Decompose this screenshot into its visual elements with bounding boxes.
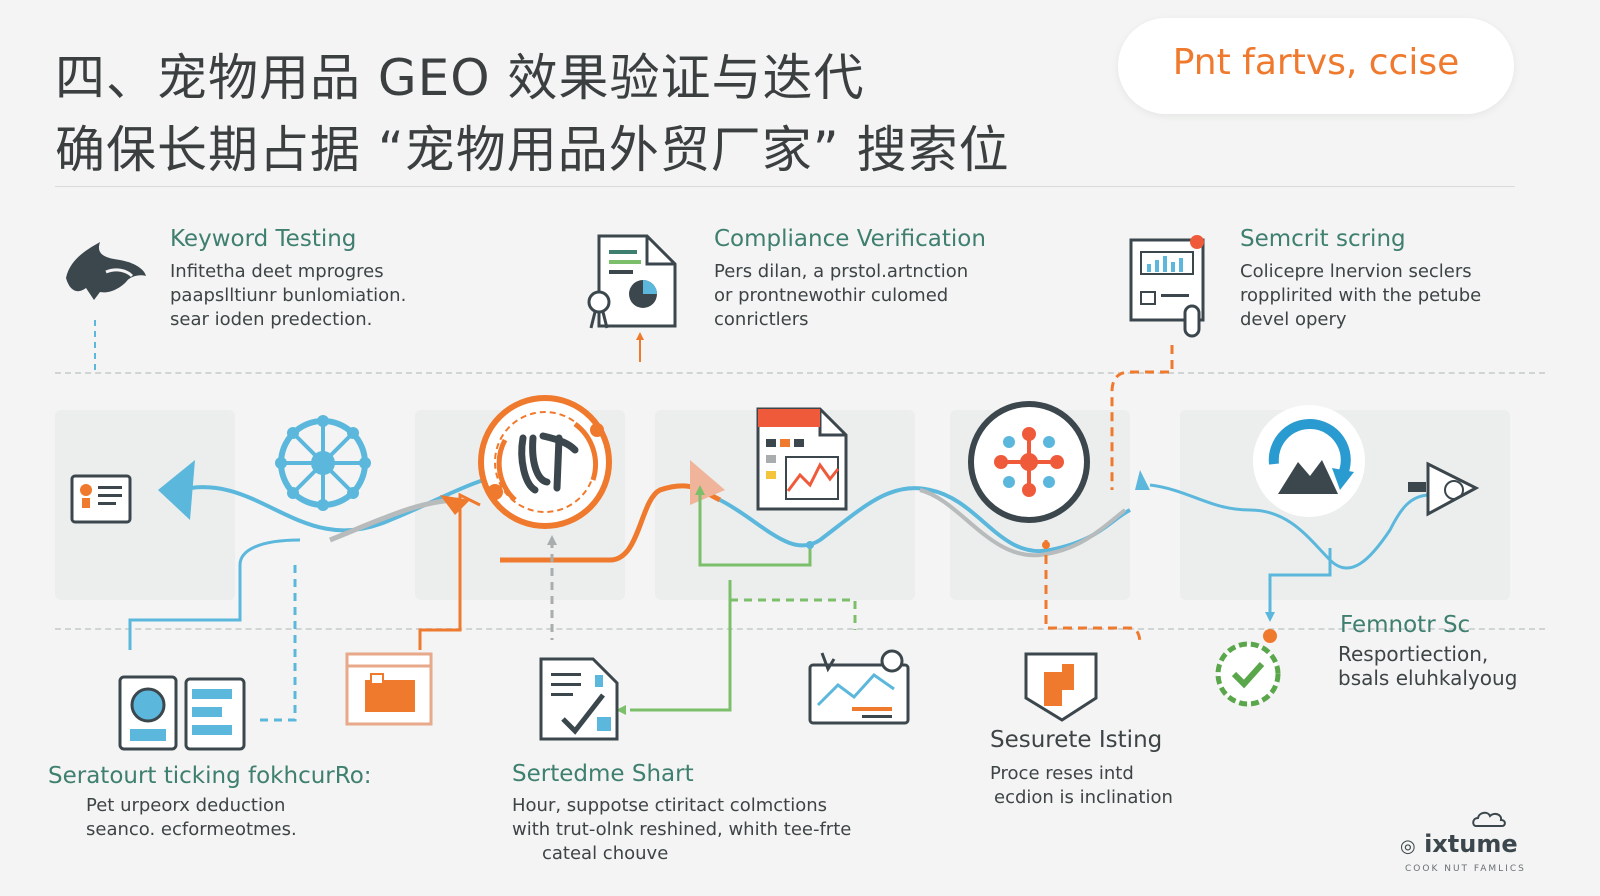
shield-puzzle-icon bbox=[1024, 652, 1098, 722]
bottom-step-1-desc: Pet urpeorx deduction seanco. ecformeotm… bbox=[86, 794, 297, 842]
bottom-step-4-heading: Femnotr Sc bbox=[1340, 612, 1471, 638]
play-chip-icon bbox=[1408, 461, 1480, 517]
cycle-logo-icon bbox=[478, 395, 612, 529]
bottom-step-1-line-2: seanco. ecformeotmes. bbox=[86, 819, 297, 840]
id-card-icon bbox=[70, 474, 132, 524]
top-step-2-line-3: conrictlers bbox=[714, 309, 809, 330]
top-step-1-line-1: Infitetha deet mprogres bbox=[170, 261, 384, 282]
top-step-3-heading: Semcrit scring bbox=[1240, 226, 1406, 252]
bottom-step-2-heading: Sertedme Shart bbox=[512, 761, 694, 787]
analytics-window-icon bbox=[808, 649, 910, 725]
bottom-step-2-line-3: cateal chouve bbox=[542, 843, 669, 864]
top-step-1-line-2: paapslltiunr bunlomiation. bbox=[170, 285, 407, 306]
report-document-icon bbox=[756, 407, 848, 511]
top-step-1-desc: Infitetha deet mprogres paapslltiunr bun… bbox=[170, 260, 406, 332]
molecule-circle-icon bbox=[968, 401, 1090, 523]
top-step-3-line-3: devel opery bbox=[1240, 309, 1347, 330]
page-title-line2: 确保长期占据 “宠物用品外贸厂家” 搜索位 bbox=[55, 121, 1010, 179]
bottom-step-4-line-2: bsals eluhkalyoug bbox=[1338, 666, 1518, 690]
brand-logo-mark: ◎ bbox=[1400, 836, 1416, 857]
bottom-step-2-line-2: with trut-olnk reshined, whith tee-frte bbox=[512, 819, 852, 840]
browser-window-icon bbox=[345, 652, 433, 726]
refresh-mountain-icon bbox=[1253, 405, 1365, 517]
top-step-1-heading: Keyword Testing bbox=[170, 226, 357, 252]
bottom-step-1-line-1: Pet urpeorx deduction bbox=[86, 795, 286, 816]
hand-icon bbox=[66, 242, 146, 300]
page-title-line1: 四、宠物用品 GEO 效果验证与迭代 bbox=[55, 49, 865, 107]
checklist-document-icon bbox=[539, 657, 619, 741]
upper-dashed-guide bbox=[55, 372, 1545, 374]
bottom-step-3-line-1: Proce reses intd bbox=[990, 763, 1134, 784]
bottom-step-3-heading: Sesurete Isting bbox=[990, 727, 1163, 753]
top-step-1-line-3: sear ioden predection. bbox=[170, 309, 373, 330]
report-thermometer-icon bbox=[1129, 235, 1205, 338]
lower-dashed-guide bbox=[55, 628, 1545, 630]
network-wheel-icon bbox=[275, 415, 371, 511]
check-badge-icon bbox=[1215, 641, 1281, 707]
cloud-logo-icon bbox=[1472, 811, 1506, 827]
top-step-2-heading: Compliance Verification bbox=[714, 226, 986, 252]
brand-logo: ◎ ixtume bbox=[1400, 830, 1518, 858]
top-step-2-line-1: Pers dilan, a prstol.artnction bbox=[714, 261, 969, 282]
top-step-3-line-2: ropplirited with the petube bbox=[1240, 285, 1482, 306]
bottom-step-2-desc: Hour, suppotse ctiritact colmctions with… bbox=[512, 794, 851, 866]
bottom-step-4-desc: Resportiection, bsals eluhkalyoug bbox=[1338, 642, 1517, 690]
brand-logo-text: ixtume bbox=[1424, 830, 1518, 858]
document-chart-icon bbox=[587, 234, 677, 329]
top-step-3-desc: Colicepre lnervion seclers ropplirited w… bbox=[1240, 260, 1481, 332]
header-divider bbox=[55, 186, 1515, 187]
bottom-step-3-line-2: ecdion is inclination bbox=[994, 787, 1173, 808]
bottom-step-3-desc: Proce reses intd ecdion is inclination bbox=[990, 762, 1173, 810]
profile-documents-icon bbox=[118, 675, 246, 751]
header-badge-text: Pnt fartvs, ccise bbox=[1172, 42, 1460, 83]
bottom-step-1-heading: Seratourt ticking fokhcurRo: bbox=[48, 763, 372, 789]
brand-tagline: COOK NUT FAMLICS bbox=[1405, 864, 1526, 874]
top-step-3-line-1: Colicepre lnervion seclers bbox=[1240, 261, 1472, 282]
top-step-2-line-2: or prontnewothir culomed bbox=[714, 285, 949, 306]
top-step-2-desc: Pers dilan, a prstol.artnction or prontn… bbox=[714, 260, 968, 332]
header-badge: Pnt fartvs, ccise bbox=[1118, 18, 1514, 114]
bottom-step-2-line-1: Hour, suppotse ctiritact colmctions bbox=[512, 795, 827, 816]
bottom-step-4-line-1: Resportiection, bbox=[1338, 642, 1489, 666]
